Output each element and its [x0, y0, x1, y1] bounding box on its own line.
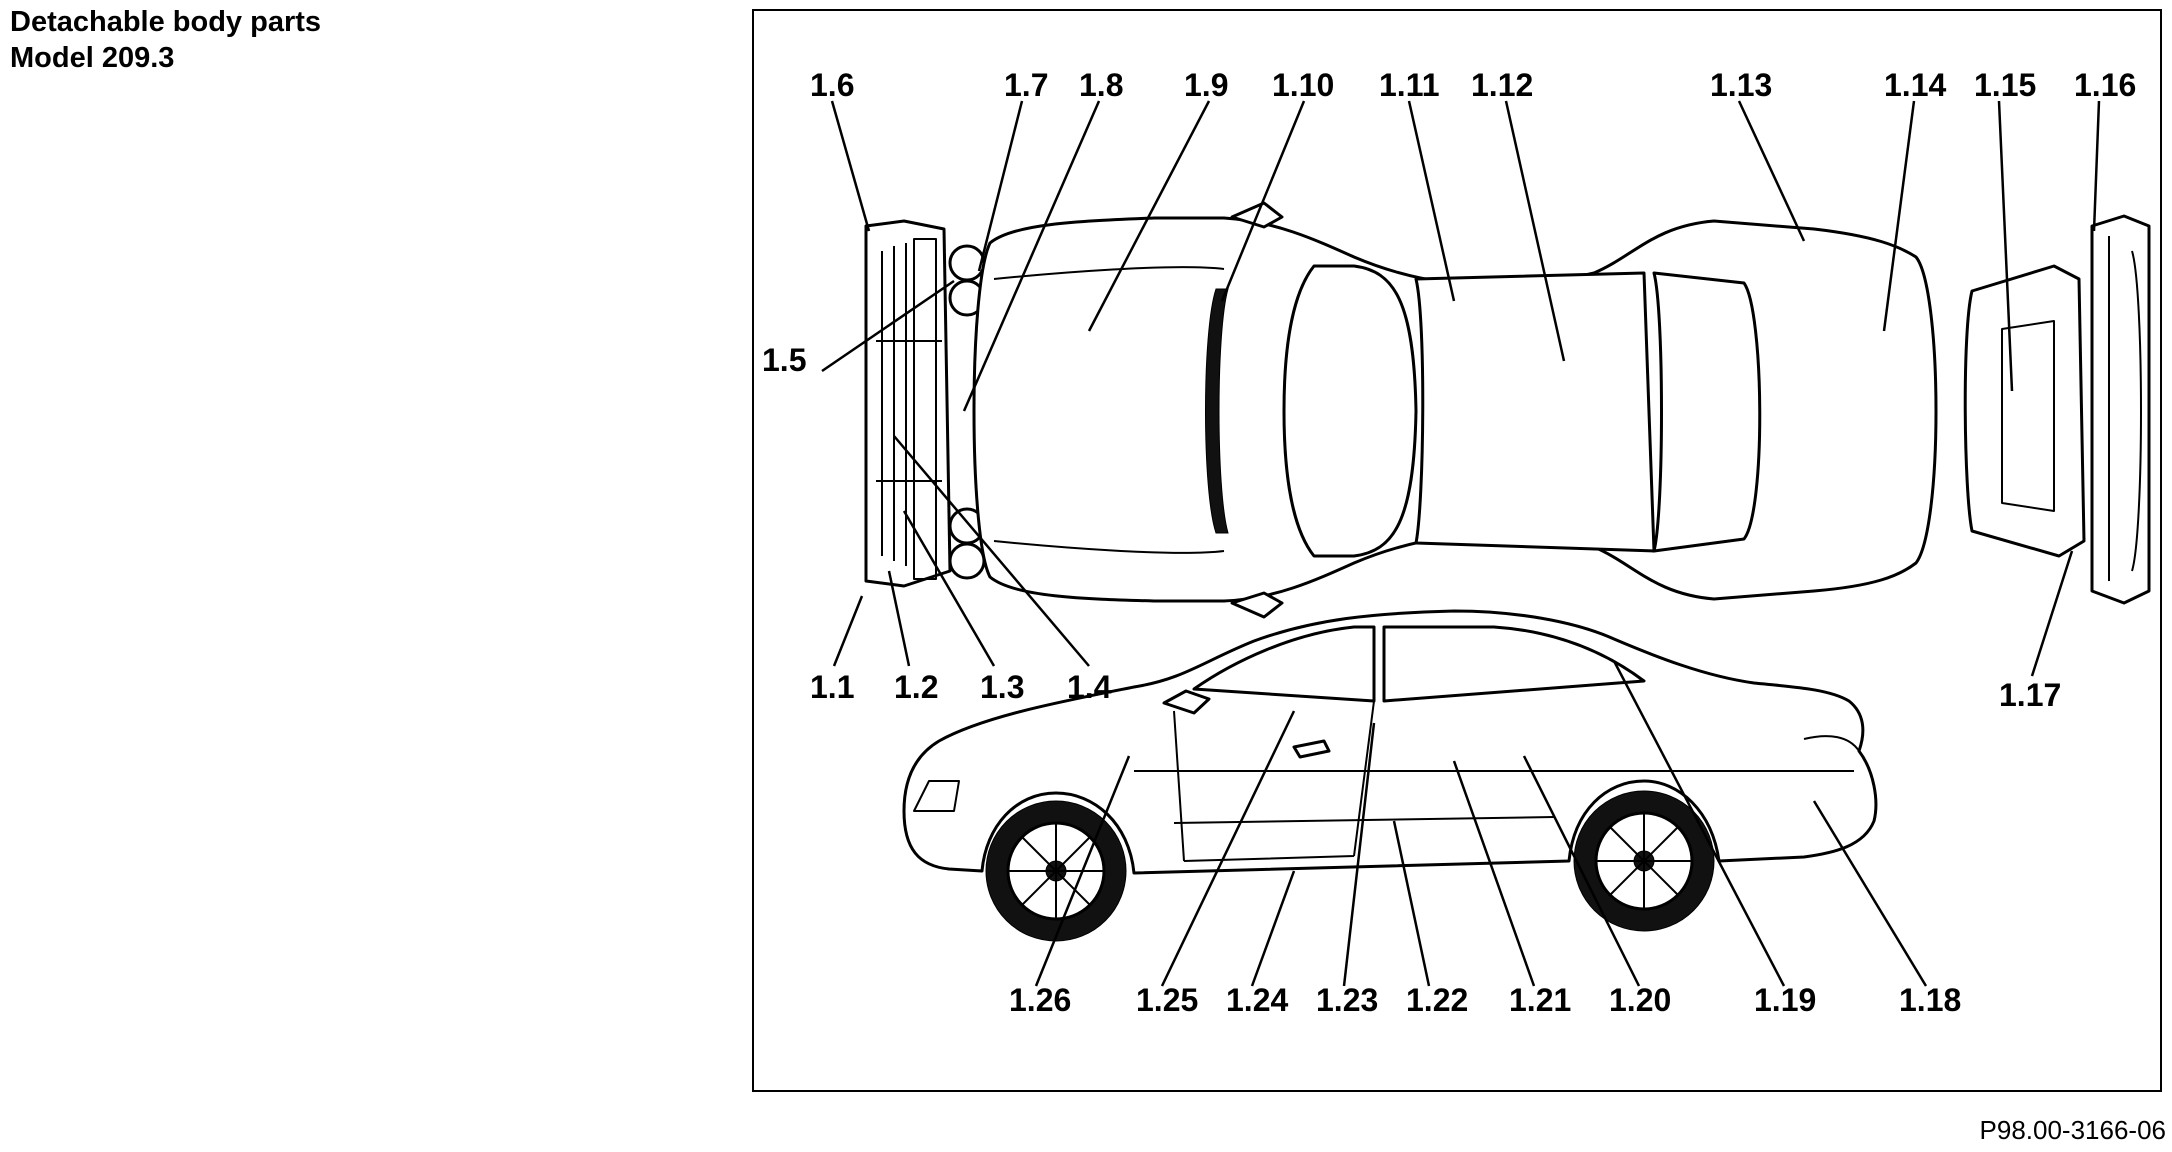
callout-1-25: 1.25: [1136, 982, 1198, 1018]
car-side-view: [902, 609, 1878, 942]
callout-1-1: 1.1: [810, 669, 854, 705]
leader-lines: [821, 100, 2101, 987]
leader-line-1-15: [1997, 100, 2014, 392]
leader-line-1-10: [1220, 100, 1306, 302]
roof-top: [1414, 271, 1656, 553]
callout-1-4: 1.4: [1067, 669, 1112, 705]
leader-line-1-26: [1034, 755, 1131, 987]
callout-1-2: 1.2: [894, 669, 938, 705]
callout-1-22: 1.22: [1406, 982, 1468, 1018]
leader-line-1-1: [832, 595, 864, 667]
leader-line-1-23: [1342, 722, 1376, 987]
car-illustration: 1.1 1.2 1.3 1.4 1.5 1.6 1.7 1.8 1.9 1.10 1.11 1.12 1…: [762, 67, 2151, 1018]
callout-1-17: 1.17: [1999, 677, 2061, 713]
front-bumper-top: [864, 219, 952, 588]
rear-bumper-top: [2090, 214, 2151, 605]
callout-1-18: 1.18: [1899, 982, 1961, 1018]
leader-line-1-6: [830, 100, 871, 232]
door-outline: [1173, 700, 1375, 862]
callout-1-16: 1.16: [2074, 67, 2136, 103]
callout-1-7: 1.7: [1004, 67, 1048, 103]
heading-model: Model 209.3: [10, 42, 175, 74]
rear-wheel: [1573, 790, 1715, 932]
body-parts-figure: 1.1 1.2 1.3 1.4 1.5 1.6 1.7 1.8 1.9 1.10 1.11 1.12 1…: [752, 9, 2162, 1092]
callout-1-6: 1.6: [810, 67, 854, 103]
leader-line-1-24: [1250, 870, 1296, 987]
callout-1-26: 1.26: [1009, 982, 1071, 1018]
rear-window-top: [1652, 271, 1762, 553]
leader-line-1-19: [1612, 660, 1786, 987]
leader-line-1-8: [962, 100, 1101, 412]
callout-1-9: 1.9: [1184, 67, 1228, 103]
windscreen-top: [1282, 264, 1418, 558]
leader-line-1-4: [893, 435, 1090, 667]
leader-line-1-14: [1882, 100, 1916, 332]
callout-1-15: 1.15: [1974, 67, 2036, 103]
callout-1-14: 1.14: [1884, 67, 1946, 103]
leader-line-1-5: [821, 279, 955, 373]
figure-reference: P98.00-3166-06: [1979, 1115, 2166, 1145]
leader-line-1-17: [2030, 550, 2074, 677]
callout-1-20: 1.20: [1609, 982, 1671, 1018]
callout-1-23: 1.23: [1316, 982, 1378, 1018]
leader-line-1-7: [977, 100, 1024, 272]
callout-1-5: 1.5: [762, 342, 806, 378]
callout-1-10: 1.10: [1272, 67, 1334, 103]
side-windows: [1192, 625, 1376, 703]
leader-line-1-3: [902, 510, 996, 667]
leader-line-1-13: [1737, 100, 1806, 242]
trunk-lid-top: [1963, 264, 2086, 558]
leader-line-1-22: [1392, 820, 1431, 987]
heading-title: Detachable body parts: [10, 6, 322, 38]
callout-1-13: 1.13: [1710, 67, 1772, 103]
page-heading: Detachable body parts Model 209.3: [10, 4, 321, 76]
leader-line-1-9: [1087, 100, 1211, 332]
callout-1-19: 1.19: [1754, 982, 1816, 1018]
leader-line-1-16: [2092, 100, 2101, 232]
leader-line-1-2: [887, 570, 911, 667]
leader-line-1-20: [1522, 755, 1641, 987]
leader-line-1-12: [1504, 100, 1566, 362]
car-top-view: [864, 201, 2151, 619]
leader-line-1-18: [1812, 800, 1928, 987]
callout-1-24: 1.24: [1226, 982, 1288, 1018]
front-wheel: [985, 800, 1127, 942]
callout-labels: 1.1 1.2 1.3 1.4 1.5 1.6 1.7 1.8 1.9 1.10 1.11 1.12 1…: [762, 67, 2136, 1018]
leader-line-1-21: [1452, 760, 1536, 987]
callout-1-11: 1.11: [1379, 67, 1440, 103]
headlamp-left-top: [948, 244, 986, 282]
leader-line-1-25: [1160, 710, 1296, 987]
callout-1-21: 1.21: [1509, 982, 1571, 1018]
callout-1-3: 1.3: [980, 669, 1024, 705]
callout-1-12: 1.12: [1471, 67, 1533, 103]
leader-line-1-11: [1407, 100, 1456, 302]
callout-1-8: 1.8: [1079, 67, 1123, 103]
